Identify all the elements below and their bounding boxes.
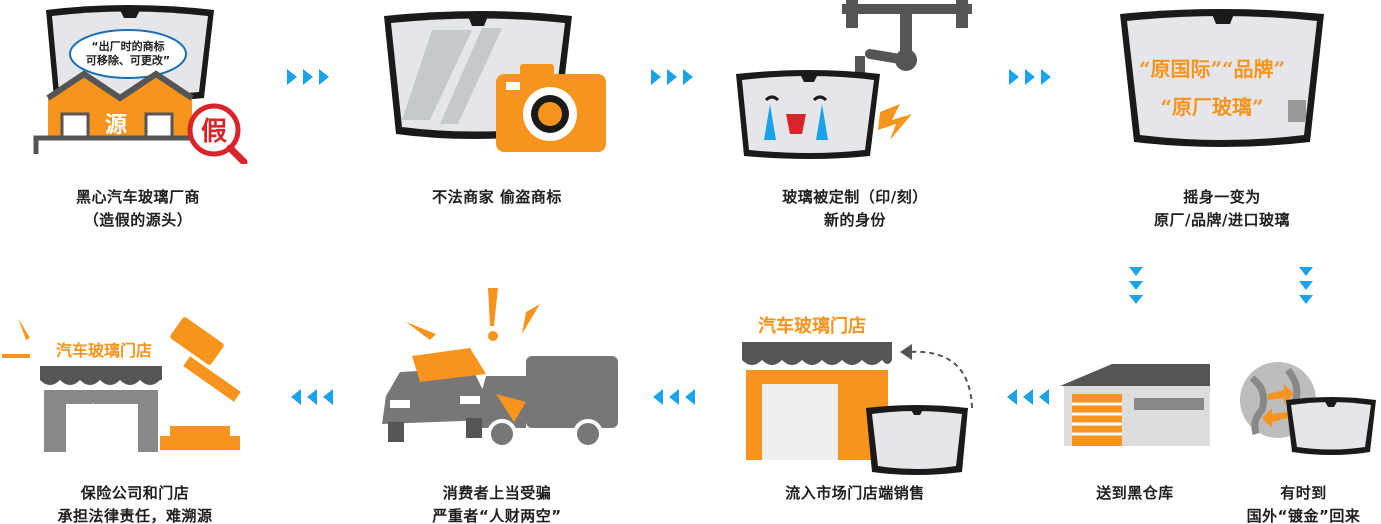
step9-caption: 保险公司和门店 承担法律责任，难溯源 bbox=[10, 482, 260, 524]
step4-caption-line2: 原厂/品牌/进口玻璃 bbox=[1154, 211, 1290, 229]
car-crash-icon bbox=[382, 288, 618, 449]
arrow-3-4 bbox=[1008, 68, 1052, 86]
roof-label: 源 bbox=[105, 113, 127, 138]
arrow-icon bbox=[1299, 281, 1313, 290]
step7-caption-line1: 流入市场门店端销售 bbox=[785, 484, 925, 502]
glass-text-1: “原国际”“品牌” bbox=[1139, 57, 1285, 81]
arrow-icon bbox=[287, 69, 297, 85]
step5-illustration bbox=[1056, 360, 1214, 446]
arrow-1-2 bbox=[286, 68, 330, 86]
step3-caption: 玻璃被定制（印/刻） 新的身份 bbox=[730, 186, 980, 232]
arrow-5-7 bbox=[1006, 388, 1050, 406]
step5-caption-line1: 送到黑仓库 bbox=[1096, 484, 1174, 502]
arrow-7-8 bbox=[652, 388, 696, 406]
arrow-4-6 bbox=[1298, 266, 1314, 305]
step8-caption-line1: 消费者上当受骗 bbox=[442, 484, 552, 502]
arrow-icon bbox=[323, 389, 333, 405]
warehouse-icon bbox=[1060, 364, 1210, 446]
broken-shop-sign-label: 汽车玻璃门店 bbox=[56, 341, 152, 360]
step1-caption-line1: 黑心汽车玻璃厂商 bbox=[75, 188, 200, 206]
arrow-icon bbox=[1129, 281, 1143, 290]
arrow-icon bbox=[307, 389, 317, 405]
arrow-icon bbox=[1041, 69, 1051, 85]
step9-caption-line2: 承担法律责任，难溯源 bbox=[57, 507, 213, 524]
arrow-icon bbox=[1009, 69, 1019, 85]
shop-sign-label: 汽车玻璃门店 bbox=[758, 315, 866, 337]
step4-caption: 摇身一变为 原厂/品牌/进口玻璃 bbox=[1112, 186, 1332, 232]
arrow-icon bbox=[1129, 295, 1143, 304]
arrow-icon bbox=[1025, 69, 1035, 85]
bubble-text-1: “出厂时的商标 bbox=[91, 39, 164, 53]
windshield-icon bbox=[866, 405, 968, 475]
step4-caption-line1: 摇身一变为 bbox=[1183, 188, 1261, 206]
step7-caption: 流入市场门店端销售 bbox=[730, 482, 980, 505]
shop-icon bbox=[742, 342, 892, 460]
arrow-icon bbox=[319, 69, 329, 85]
step7-illustration: 汽车玻璃门店 bbox=[736, 312, 986, 478]
arrow-icon bbox=[1299, 267, 1313, 276]
arrow-icon bbox=[1007, 389, 1017, 405]
arrow-icon bbox=[651, 69, 661, 85]
step3-caption-line2: 新的身份 bbox=[823, 211, 886, 229]
step6-caption: 有时到 国外“镀金”回来 bbox=[1226, 482, 1381, 524]
step1-caption-line2: （造假的源头） bbox=[83, 211, 193, 229]
camera-icon bbox=[496, 64, 606, 152]
shop-icon bbox=[40, 366, 162, 452]
arrow-2-3 bbox=[650, 68, 694, 86]
step4-illustration: “原国际”“品牌” “原厂玻璃” bbox=[1112, 8, 1332, 158]
step2-caption: 不法商家 偷盗商标 bbox=[372, 186, 622, 209]
step1-caption: 黑心汽车玻璃厂商 （造假的源头） bbox=[28, 186, 248, 232]
arrow-icon bbox=[667, 69, 677, 85]
factory-icon: 源 bbox=[46, 70, 194, 140]
arrow-icon bbox=[683, 69, 693, 85]
windshield-icon bbox=[1286, 397, 1376, 455]
arrow-icon bbox=[653, 389, 663, 405]
step8-caption-line2: 严重者“人财两空” bbox=[432, 507, 562, 524]
arrow-icon bbox=[1023, 389, 1033, 405]
arrow-4-5 bbox=[1128, 266, 1144, 305]
step5-caption: 送到黑仓库 bbox=[1056, 482, 1214, 505]
step2-illustration bbox=[372, 10, 622, 160]
arrow-8-9 bbox=[290, 388, 334, 406]
bubble-text-2: 可移除、可更改” bbox=[86, 53, 170, 67]
arrow-icon bbox=[1039, 389, 1049, 405]
arrow-icon bbox=[303, 69, 313, 85]
step3-illustration bbox=[730, 0, 980, 165]
step9-caption-line1: 保险公司和门店 bbox=[80, 484, 190, 502]
gavel-icon bbox=[160, 317, 241, 450]
arrow-icon bbox=[1129, 267, 1143, 276]
windshield-icon bbox=[736, 70, 880, 159]
step9-illustration: 汽车玻璃门店 bbox=[0, 308, 270, 458]
step6-caption-line1: 有时到 bbox=[1280, 484, 1327, 502]
arrow-icon bbox=[669, 389, 679, 405]
step8-caption: 消费者上当受骗 严重者“人财两空” bbox=[372, 482, 622, 524]
step2-caption-line1: 不法商家 偷盗商标 bbox=[432, 188, 562, 206]
step8-illustration bbox=[376, 282, 626, 462]
step3-caption-line1: 玻璃被定制（印/刻） bbox=[782, 188, 928, 206]
arrow-icon bbox=[291, 389, 301, 405]
windshield-icon bbox=[1120, 9, 1324, 147]
glass-text-2: “原厂玻璃” bbox=[1160, 95, 1263, 119]
step1-illustration: “出厂时的商标 可移除、可更改” 源 假 bbox=[28, 2, 248, 164]
step6-illustration bbox=[1232, 360, 1378, 460]
arrow-icon bbox=[685, 389, 695, 405]
arrow-icon bbox=[1299, 295, 1313, 304]
step6-caption-line2: 国外“镀金”回来 bbox=[1246, 507, 1361, 524]
fake-stamp-icon: 假 bbox=[187, 103, 248, 164]
stamp-label: 假 bbox=[201, 117, 227, 147]
